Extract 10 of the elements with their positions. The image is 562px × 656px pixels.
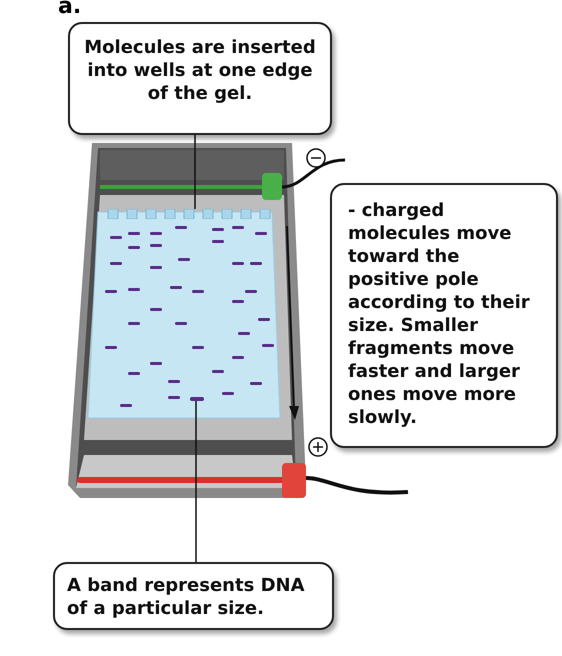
callout-box [53, 562, 334, 630]
dna-band [190, 397, 204, 401]
panel-label: a. [58, 0, 82, 19]
leader-line [195, 401, 197, 562]
callout-text: Molecules are inserted into wells at one edge of the gel. [83, 36, 317, 105]
callout-box [330, 183, 558, 448]
callout-text: A band represents DNA of a particular size. [67, 574, 306, 620]
callout-text: - charged molecules move toward the positive pole according to their size. Smaller fragments move faster and larger ones move more slowly. [348, 199, 531, 429]
leader-line [194, 135, 196, 209]
callout-box [68, 22, 332, 135]
